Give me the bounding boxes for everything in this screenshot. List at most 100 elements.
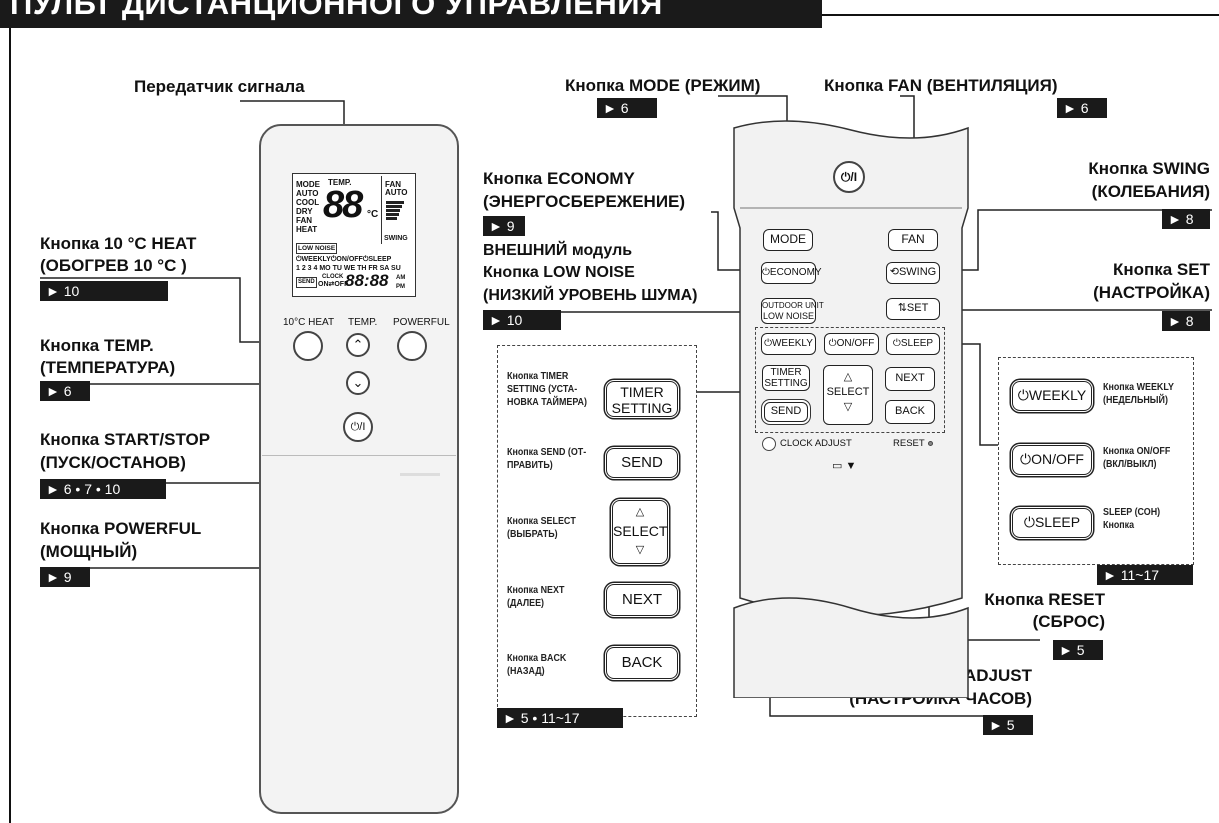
temp-label: Кнопка TEMP. [40, 336, 154, 355]
lcd-temp-digits: 88 [323, 184, 363, 226]
timer-setting-label: Кнопка TIMER SETTING (УСТА-НОВКА ТАЙМЕРА… [507, 370, 587, 408]
reset-text: RESET [893, 438, 925, 449]
timer-setting-button[interactable]: TIMER SETTING [762, 365, 810, 391]
heat10-button[interactable] [293, 331, 323, 361]
reset-label-ru: (СБРОС) [1032, 612, 1105, 631]
timer-text: TIMER [770, 367, 802, 378]
timer-panel-page-ref: ► 5 • 11~17 [497, 708, 623, 728]
remote-seam [262, 455, 456, 456]
heat10-button-label: 10°C HEAT [283, 317, 335, 328]
swing-page-ref: ► 8 [1162, 209, 1210, 229]
lcd-fan-bars [386, 200, 404, 230]
lownoise-label-3: (НИЗКИЙ УРОВЕНЬ ШУМА) [483, 287, 698, 304]
weekly-label: Кнопка WEEKLY (НЕДЕЛЬНЫЙ) [1103, 381, 1174, 406]
sleep-button[interactable]: ⏻SLEEP [886, 333, 940, 355]
select-down-icon: ▽ [843, 401, 853, 413]
economy-page-ref: ► 9 [483, 216, 525, 236]
lcd-cool: COOL [296, 198, 320, 207]
lcd-on-off: ON⇄OFF [318, 281, 349, 288]
panel-send-button[interactable]: SEND [606, 448, 678, 478]
lcd-clock: CLOCK [322, 274, 344, 280]
powerful-button-label: POWERFUL [393, 317, 450, 328]
panel-sleep-button[interactable]: ⏻SLEEP [1012, 508, 1092, 538]
lcd-send: SEND [296, 277, 317, 288]
page-title: ПУЛЬТ ДИСТАНЦИОННОГО УПРАВЛЕНИЯ [10, 0, 663, 21]
lcd-display: MODE AUTO COOL DRY FAN HEAT TEMP. 88 °C … [292, 173, 416, 297]
economy-label-ru: (ЭНЕРГОСБЕРЕЖЕНИЕ) [483, 192, 686, 211]
panel-timer-setting-button[interactable]: TIMER SETTING [606, 381, 678, 417]
panel-select-text: SELECT [613, 523, 668, 539]
swing-label-ru: (КОЛЕБАНИЯ) [1091, 182, 1210, 201]
sleep-label: SLEEP (СОН) Кнопка [1103, 506, 1161, 531]
lownoise-page-ref: ► 10 [483, 310, 561, 330]
lcd-dry: DRY [296, 207, 313, 216]
heat10-label: Кнопка 10 °C HEAT [40, 234, 197, 253]
startstop-label: Кнопка START/STOP [40, 430, 211, 449]
reset-label: Кнопка RESET [984, 590, 1105, 609]
powerful-page-ref: ► 9 [40, 567, 90, 587]
temp-label-ru: (ТЕМПЕРАТУРА) [40, 358, 176, 377]
lcd-mode: MODE [296, 180, 320, 189]
temp-up-button[interactable]: ⌃ [346, 333, 370, 357]
lcd-unit: °C [367, 209, 379, 220]
set-label-ru: (НАСТРОЙКА) [1093, 283, 1210, 302]
panel-select-button[interactable]: △ SELECT ▽ [612, 500, 668, 564]
back-button[interactable]: BACK [885, 400, 935, 424]
lcd-days: 1 2 3 4 MO TU WE TH FR SA SU [296, 265, 401, 272]
clock-adjust-text: CLOCK ADJUST [780, 438, 852, 449]
fan-page-ref: ► 6 [1057, 98, 1107, 118]
panel-back-button[interactable]: BACK [606, 647, 678, 679]
lcd-swing: SWING [384, 235, 408, 242]
startstop-label-ru: (ПУСК/ОСТАНОВ) [40, 453, 186, 472]
powerful-label: Кнопка POWERFUL [40, 519, 202, 538]
lcd-temp-label: TEMP. [328, 178, 352, 187]
lcd-ampm: AM PM [396, 275, 406, 290]
lcd-divider [381, 176, 382, 244]
panel-next-button[interactable]: NEXT [606, 584, 678, 616]
lcd-fan: FAN [296, 216, 312, 225]
panel-onoff-button[interactable]: ⏻ON/OFF [1012, 445, 1092, 475]
select-button[interactable]: △ SELECT ▽ [823, 365, 873, 425]
start-stop-button[interactable]: ⏻/I [343, 412, 373, 442]
panel-weekly-button[interactable]: ⏻WEEKLY [1012, 381, 1092, 411]
lcd-fan-label: FAN [385, 180, 401, 189]
panel-setting-text: SETTING [611, 400, 673, 416]
lcd-low-noise: LOW NOISE [296, 243, 338, 254]
timer-group-outline [755, 327, 945, 433]
clock-adjust-button[interactable] [762, 437, 776, 451]
open-power-button[interactable]: ⏻/I [833, 161, 865, 193]
set-label: Кнопка SET [1112, 260, 1210, 279]
temp-button-label: TEMP. [348, 317, 378, 328]
outdoor-unit-text: OUTDOOR UNIT [762, 301, 824, 310]
clock-page-ref: ► 5 [983, 715, 1033, 735]
lownoise-label-1: ВНЕШНИЙ модуль [483, 242, 633, 259]
frame-left-border [9, 14, 11, 823]
lcd-timer-row: ⏻WEEKLY⏻ON/OFF⏻SLEEP [296, 256, 392, 263]
setting-text: SETTING [764, 378, 808, 389]
frame-top-border [820, 14, 1219, 16]
mode-label: Кнопка MODE (РЕЖИМ) [565, 76, 761, 95]
panel-select-down-icon: ▽ [635, 544, 645, 556]
back-label: Кнопка BACK (НАЗАД) [507, 652, 567, 677]
weekly-button[interactable]: ⏻WEEKLY [761, 333, 816, 355]
swing-button[interactable]: ⟲SWING [886, 262, 940, 284]
economy-label: Кнопка ECONOMY [483, 169, 635, 188]
temp-page-ref: ► 6 [40, 381, 90, 401]
lcd-time-digits: 88:88 [345, 271, 389, 290]
swing-label: Кнопка SWING [1088, 159, 1210, 178]
set-button[interactable]: ⇅SET [886, 298, 940, 320]
onoff-button[interactable]: ⏻ON/OFF [824, 333, 879, 355]
reset-button[interactable] [928, 441, 933, 446]
startstop-page-ref: ► 6 • 7 • 10 [40, 479, 166, 499]
send-button[interactable]: SEND [764, 402, 808, 422]
mode-button[interactable]: MODE [763, 229, 813, 251]
battery-icon: ▭ ▼ [832, 460, 857, 472]
temp-down-button[interactable]: ⌄ [346, 371, 370, 395]
reset-page-ref: ► 5 [1053, 640, 1103, 660]
fan-button[interactable]: FAN [888, 229, 938, 251]
economy-button[interactable]: ⏻ECONOMY [761, 262, 822, 284]
outdoor-low-noise-button[interactable]: OUTDOOR UNIT LOW NOISE [761, 298, 824, 324]
powerful-button[interactable] [397, 331, 427, 361]
mode-page-ref: ► 6 [597, 98, 657, 118]
next-button[interactable]: NEXT [885, 367, 935, 391]
